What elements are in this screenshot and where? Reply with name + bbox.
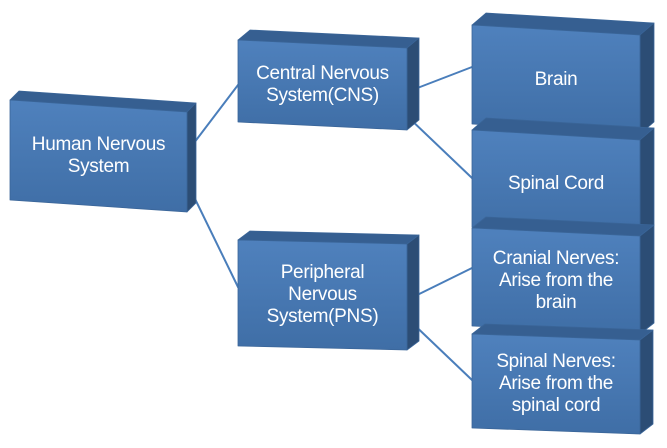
- node-label: Human Nervous System: [31, 134, 166, 177]
- node-label: Spinal Cord: [508, 172, 604, 194]
- node-peripheral-nervous-system: Peripheral Nervous System(PNS): [237, 230, 420, 351]
- node-central-nervous-system: Central Nervous System(CNS): [237, 29, 420, 131]
- node-human-nervous-system: Human Nervous System: [9, 90, 197, 213]
- node-box-shape: [471, 117, 655, 238]
- box-front-face: [9, 99, 188, 213]
- node-spinal-nerves: Spinal Nerves: Arise from the spinal cor…: [471, 323, 654, 435]
- connector-line: [406, 115, 473, 179]
- node-box-shape: [471, 12, 655, 135]
- box-side-face: [639, 224, 655, 335]
- box-front-face: [471, 333, 641, 435]
- node-spinal-cord: Spinal Cord: [471, 117, 655, 238]
- node-label: Peripheral Nervous System(PNS): [266, 262, 379, 327]
- box-side-face: [639, 329, 654, 435]
- node-box-shape: [471, 216, 655, 335]
- node-box-shape: [237, 230, 420, 351]
- node-label: Central Nervous System(CNS): [256, 63, 389, 106]
- node-box-shape: [471, 323, 654, 435]
- node-cranial-nerves: Cranial Nerves: Arise from the brain: [471, 216, 655, 335]
- node-label: Spinal Nerves: Arise from the spinal cor…: [496, 351, 616, 416]
- node-box-shape: [9, 90, 197, 213]
- box-front-face: [237, 39, 408, 131]
- node-brain: Brain: [471, 12, 655, 135]
- node-label: Brain: [534, 68, 578, 90]
- box-side-face: [406, 37, 420, 131]
- box-front-face: [237, 239, 408, 351]
- node-box-shape: [237, 29, 420, 131]
- box-side-face: [406, 234, 420, 351]
- box-side-face: [186, 102, 197, 213]
- node-label: Cranial Nerves: Arise from the brain: [492, 248, 620, 313]
